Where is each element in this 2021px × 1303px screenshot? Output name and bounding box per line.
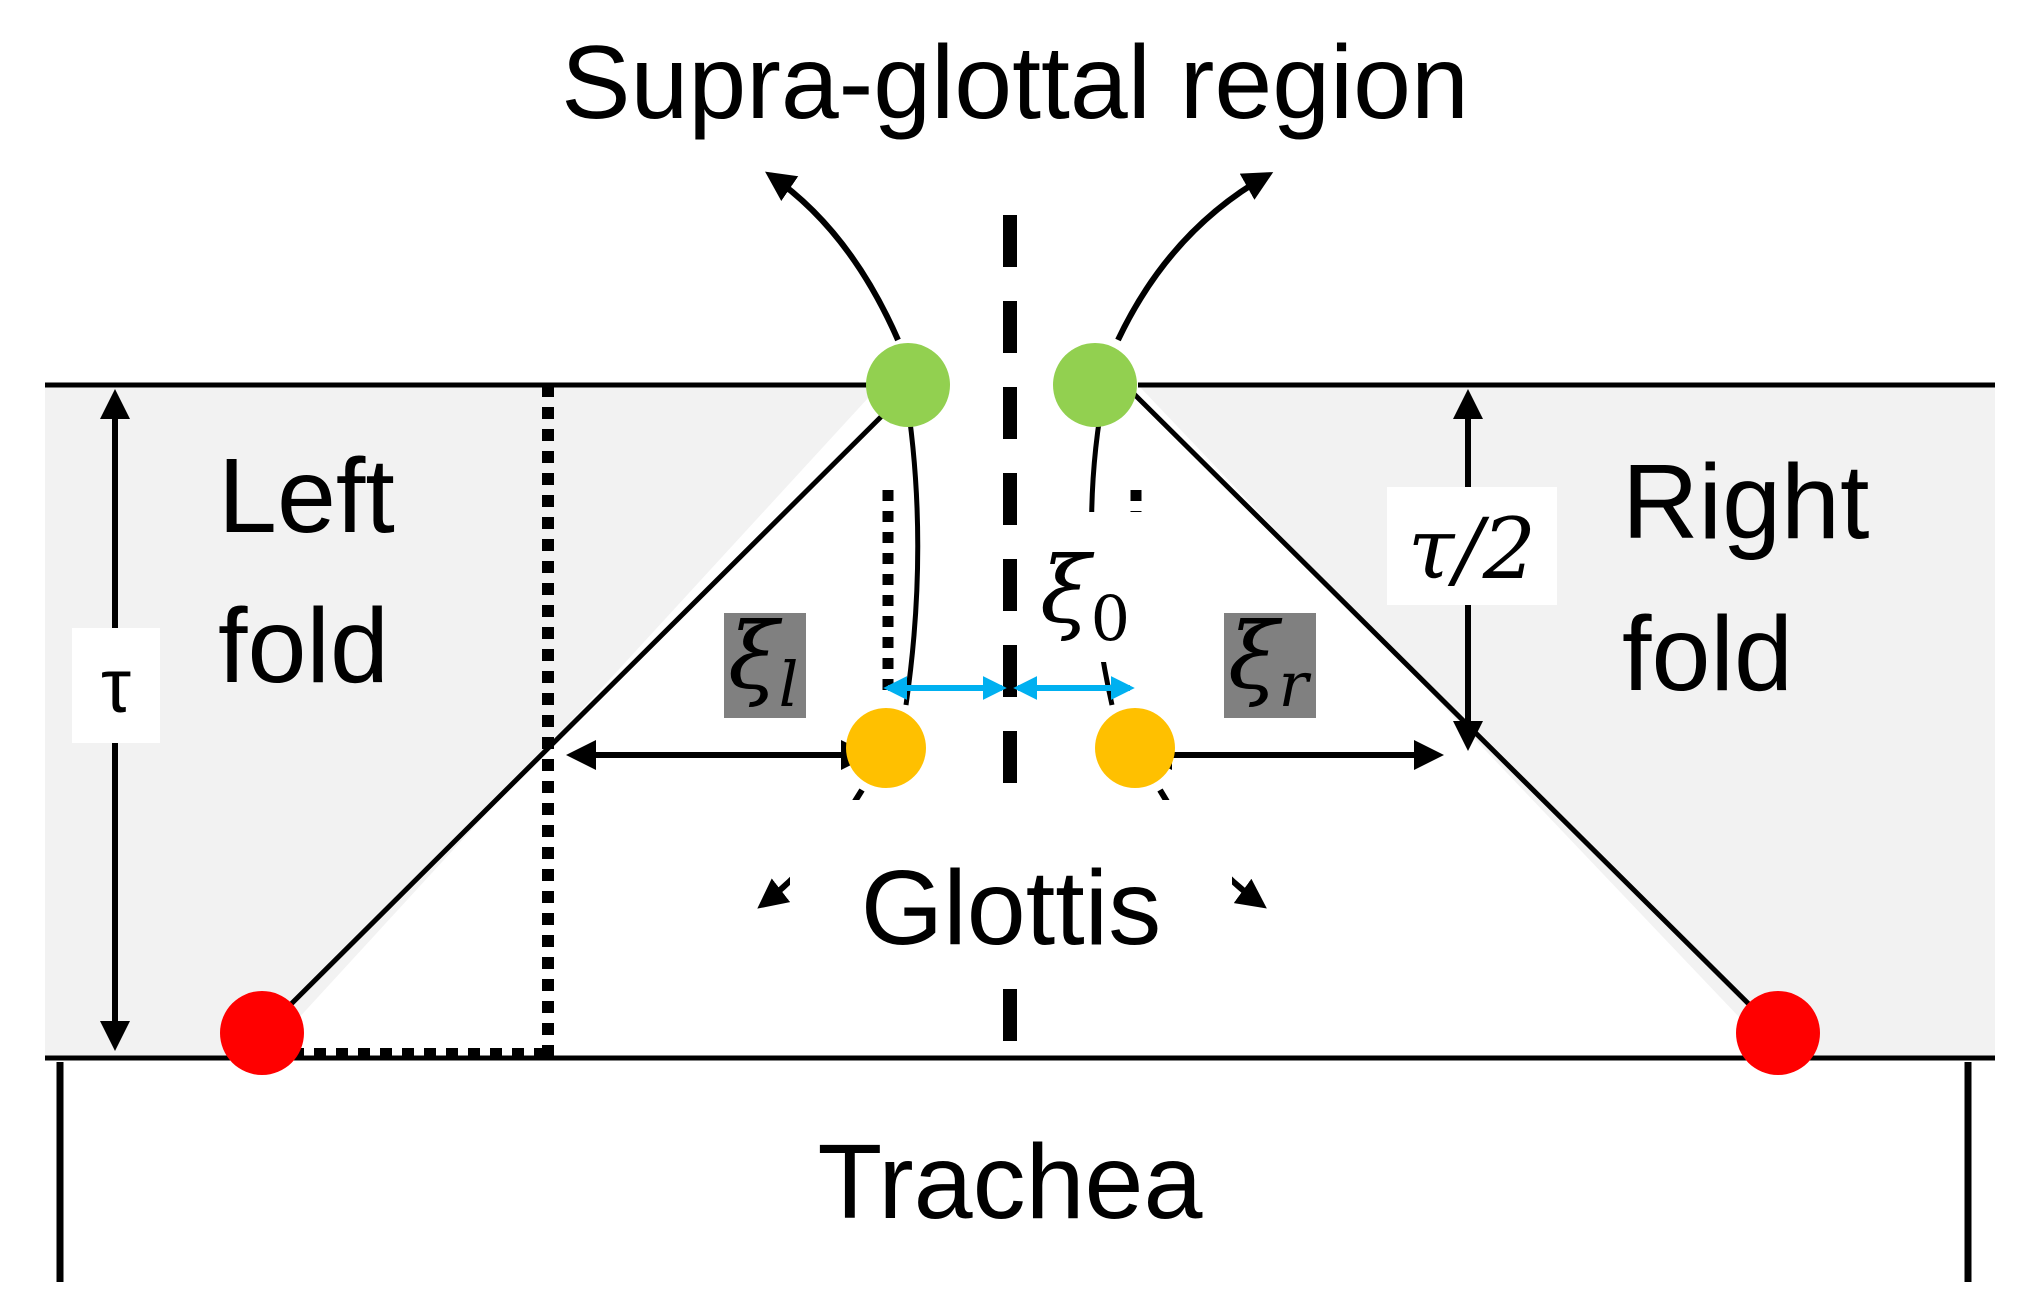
xi-l-label: ξl [728, 603, 799, 721]
left-fold-region [45, 385, 880, 1058]
left-fold-edge [260, 386, 912, 1035]
xi-l-label-box [724, 613, 806, 718]
right-green-node [1053, 343, 1137, 427]
tau-half-label-box [1387, 487, 1557, 605]
glottis-label: Glottis [861, 849, 1161, 967]
left-inner-curve [902, 386, 921, 706]
right-red-node [1736, 991, 1820, 1075]
tau-half-label: τ/2 [1408, 500, 1536, 598]
left-green-node [866, 343, 950, 427]
glottis-label-box [790, 800, 1232, 972]
left-red-node [220, 991, 304, 1075]
xi-r-label-box [1224, 613, 1316, 718]
xi-0-label-box [1018, 512, 1170, 662]
xi-r-label: ξr [1228, 603, 1312, 721]
tau-label: τ [101, 644, 131, 729]
trachea-label: Trachea [818, 1123, 1203, 1241]
tau-label-box [72, 628, 160, 743]
right-fold-label: Right fold [1622, 443, 1899, 713]
supra-glottal-label: Supra-glottal region [561, 25, 1469, 141]
right-upper-arrow [1115, 172, 1274, 342]
right-yellow-node [1095, 708, 1175, 788]
left-upper-arrow [765, 171, 901, 342]
right-fold-region [1138, 385, 1995, 1058]
left-yellow-node [846, 708, 926, 788]
left-fold-label: Left fold [218, 437, 424, 705]
xi-0-label: ξ0 [1040, 537, 1130, 655]
